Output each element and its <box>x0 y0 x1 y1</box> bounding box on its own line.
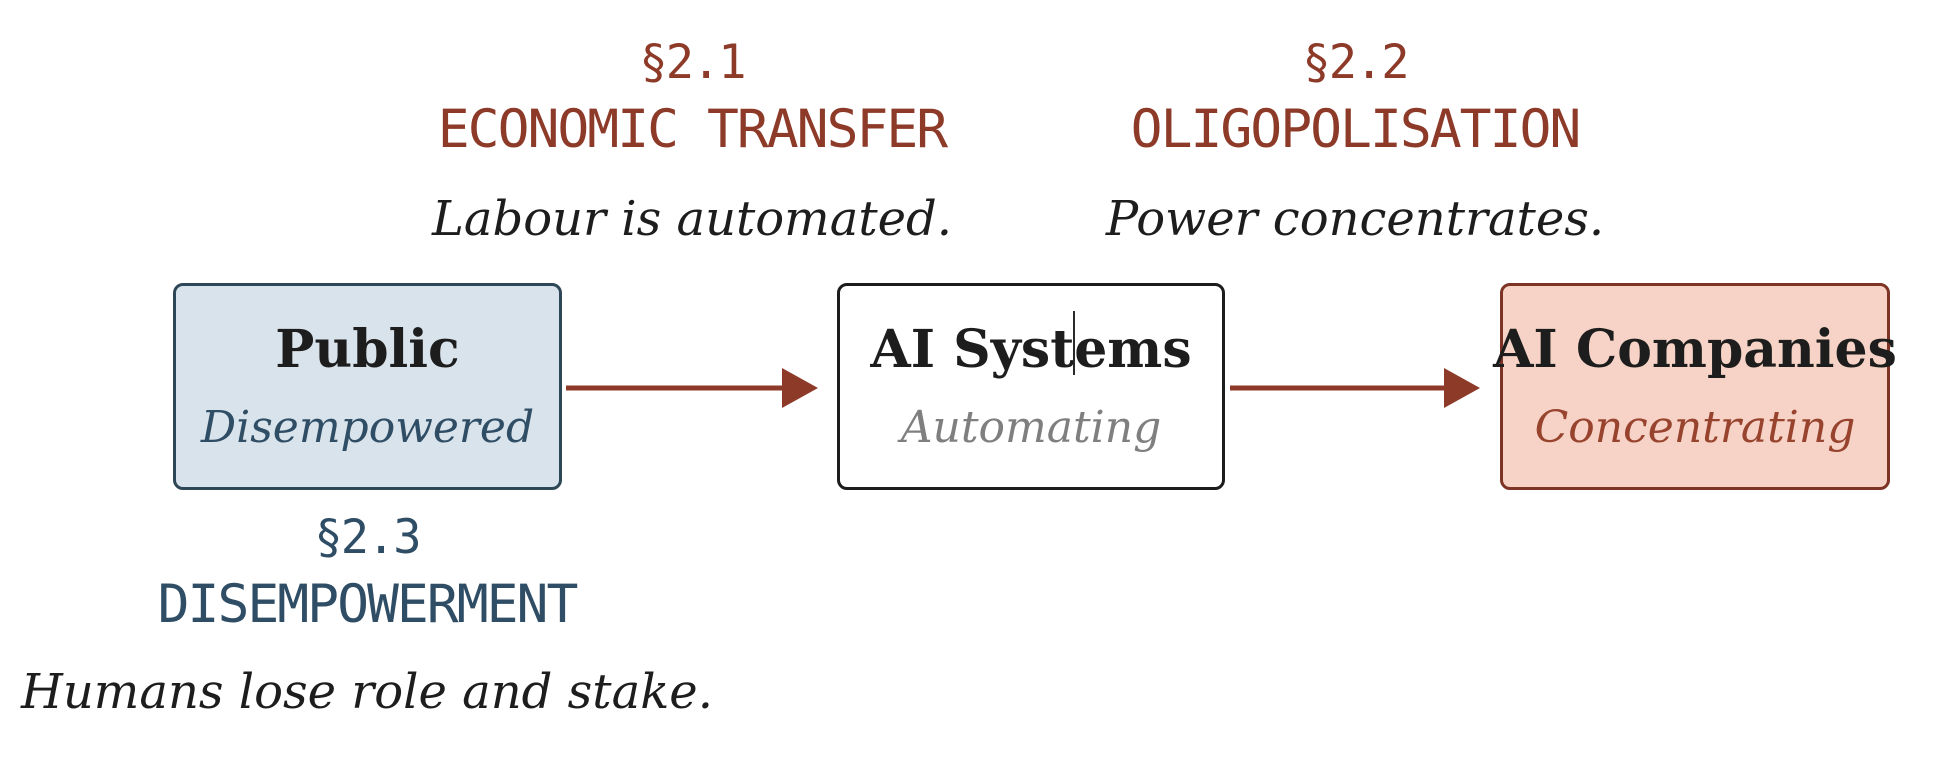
section-number: §2.3 <box>314 510 421 565</box>
section-caption: Labour is automated. <box>431 191 952 247</box>
section-number: §2.2 <box>1302 35 1409 90</box>
section-label-disempowerment: §2.3 DISEMPOWERMENT Humans lose role and… <box>17 0 717 759</box>
node-subtitle: Disempowered <box>200 401 535 453</box>
section-number: §2.1 <box>639 35 746 90</box>
node-ai-companies: AI Companies Concentrating <box>1493 283 1897 490</box>
section-name: DISEMPOWERMENT <box>157 574 579 635</box>
section-caption: Humans lose role and stake. <box>21 664 713 720</box>
node-public: Public Disempowered <box>173 283 562 490</box>
node-title-text: AI Syst <box>870 318 1075 380</box>
arrow-systems-to-companies <box>1230 368 1480 408</box>
section-caption: Power concentrates. <box>1105 191 1605 247</box>
section-label-oligopolisation: §2.2 OLIGOPOLISATION Power concentrates. <box>1005 0 1705 759</box>
section-name: ECONOMIC TRANSFER <box>437 99 948 160</box>
node-subtitle: Concentrating <box>1534 401 1856 453</box>
node-title: Public <box>275 318 460 380</box>
arrow-public-to-systems <box>566 368 818 408</box>
text-caret-icon[interactable] <box>1073 310 1076 375</box>
section-name: OLIGOPOLISATION <box>1130 99 1582 160</box>
node-title-left-of-caret: AI Syst <box>870 310 1076 380</box>
node-title: AI Companies <box>1493 318 1897 380</box>
section-label-economic-transfer: §2.1 ECONOMIC TRANSFER Labour is automat… <box>342 0 1042 759</box>
node-subtitle: Automating <box>900 401 1162 453</box>
node-title-right-of-caret: ems <box>1074 318 1192 380</box>
